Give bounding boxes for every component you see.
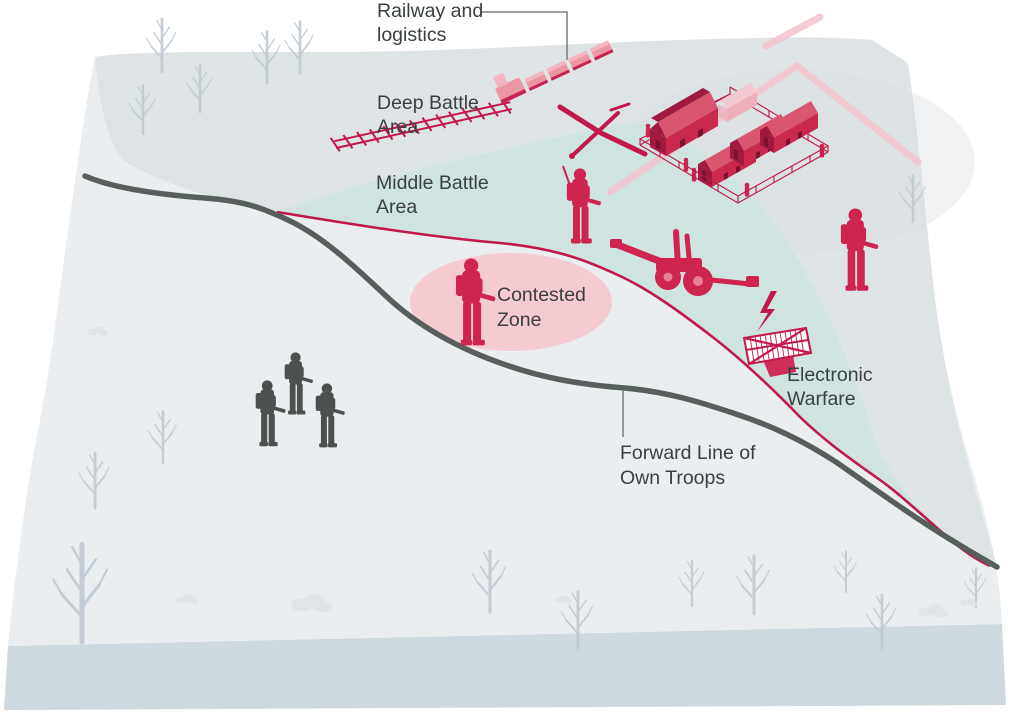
terrain-side-face <box>4 624 1006 710</box>
drone-icon <box>557 102 648 159</box>
label-deep-battle-area: Deep Battle Area <box>377 92 479 138</box>
electronic-warfare-group <box>742 291 813 377</box>
electronic-warfare-antenna-icon <box>742 326 813 377</box>
label-text: Area <box>377 116 418 138</box>
hq-building <box>650 88 718 156</box>
label-text: Contested <box>497 284 586 306</box>
front-line-red <box>276 210 991 568</box>
label-railway-logistics: Railway and logistics <box>377 0 483 46</box>
label-text: Own Troops <box>620 467 725 489</box>
label-forward-line-of-own-troops: Forward Line of Own Troops <box>620 442 756 489</box>
label-electronic-warfare: Electronic Warfare <box>787 364 873 410</box>
forward-line-of-own-troops-line <box>82 173 1000 570</box>
label-contested-zone: Contested Zone <box>497 284 586 331</box>
railway-track-icon <box>329 99 512 152</box>
deep-battle-zone <box>95 37 997 565</box>
label-text: Electronic <box>787 364 873 386</box>
label-text: Zone <box>497 309 541 331</box>
pale-building <box>718 83 757 122</box>
label-text: logistics <box>377 24 447 46</box>
label-text: Warfare <box>787 388 856 410</box>
drone-operator-icon <box>562 165 602 244</box>
artillery-icon <box>610 229 759 296</box>
label-text: Deep Battle <box>377 92 479 114</box>
lightning-icon <box>757 291 777 332</box>
middle-battle-zone <box>277 120 940 531</box>
label-text: Area <box>376 196 417 218</box>
label-middle-battle-area: Middle Battle Area <box>376 172 489 218</box>
railway-pointer-line <box>480 11 568 60</box>
military-base-icon <box>639 83 829 204</box>
label-text: Forward Line of <box>620 442 756 464</box>
label-text: Middle Battle <box>376 172 489 194</box>
label-text: Railway and <box>377 0 483 22</box>
fence-front <box>639 138 829 204</box>
train-icon <box>493 40 614 104</box>
